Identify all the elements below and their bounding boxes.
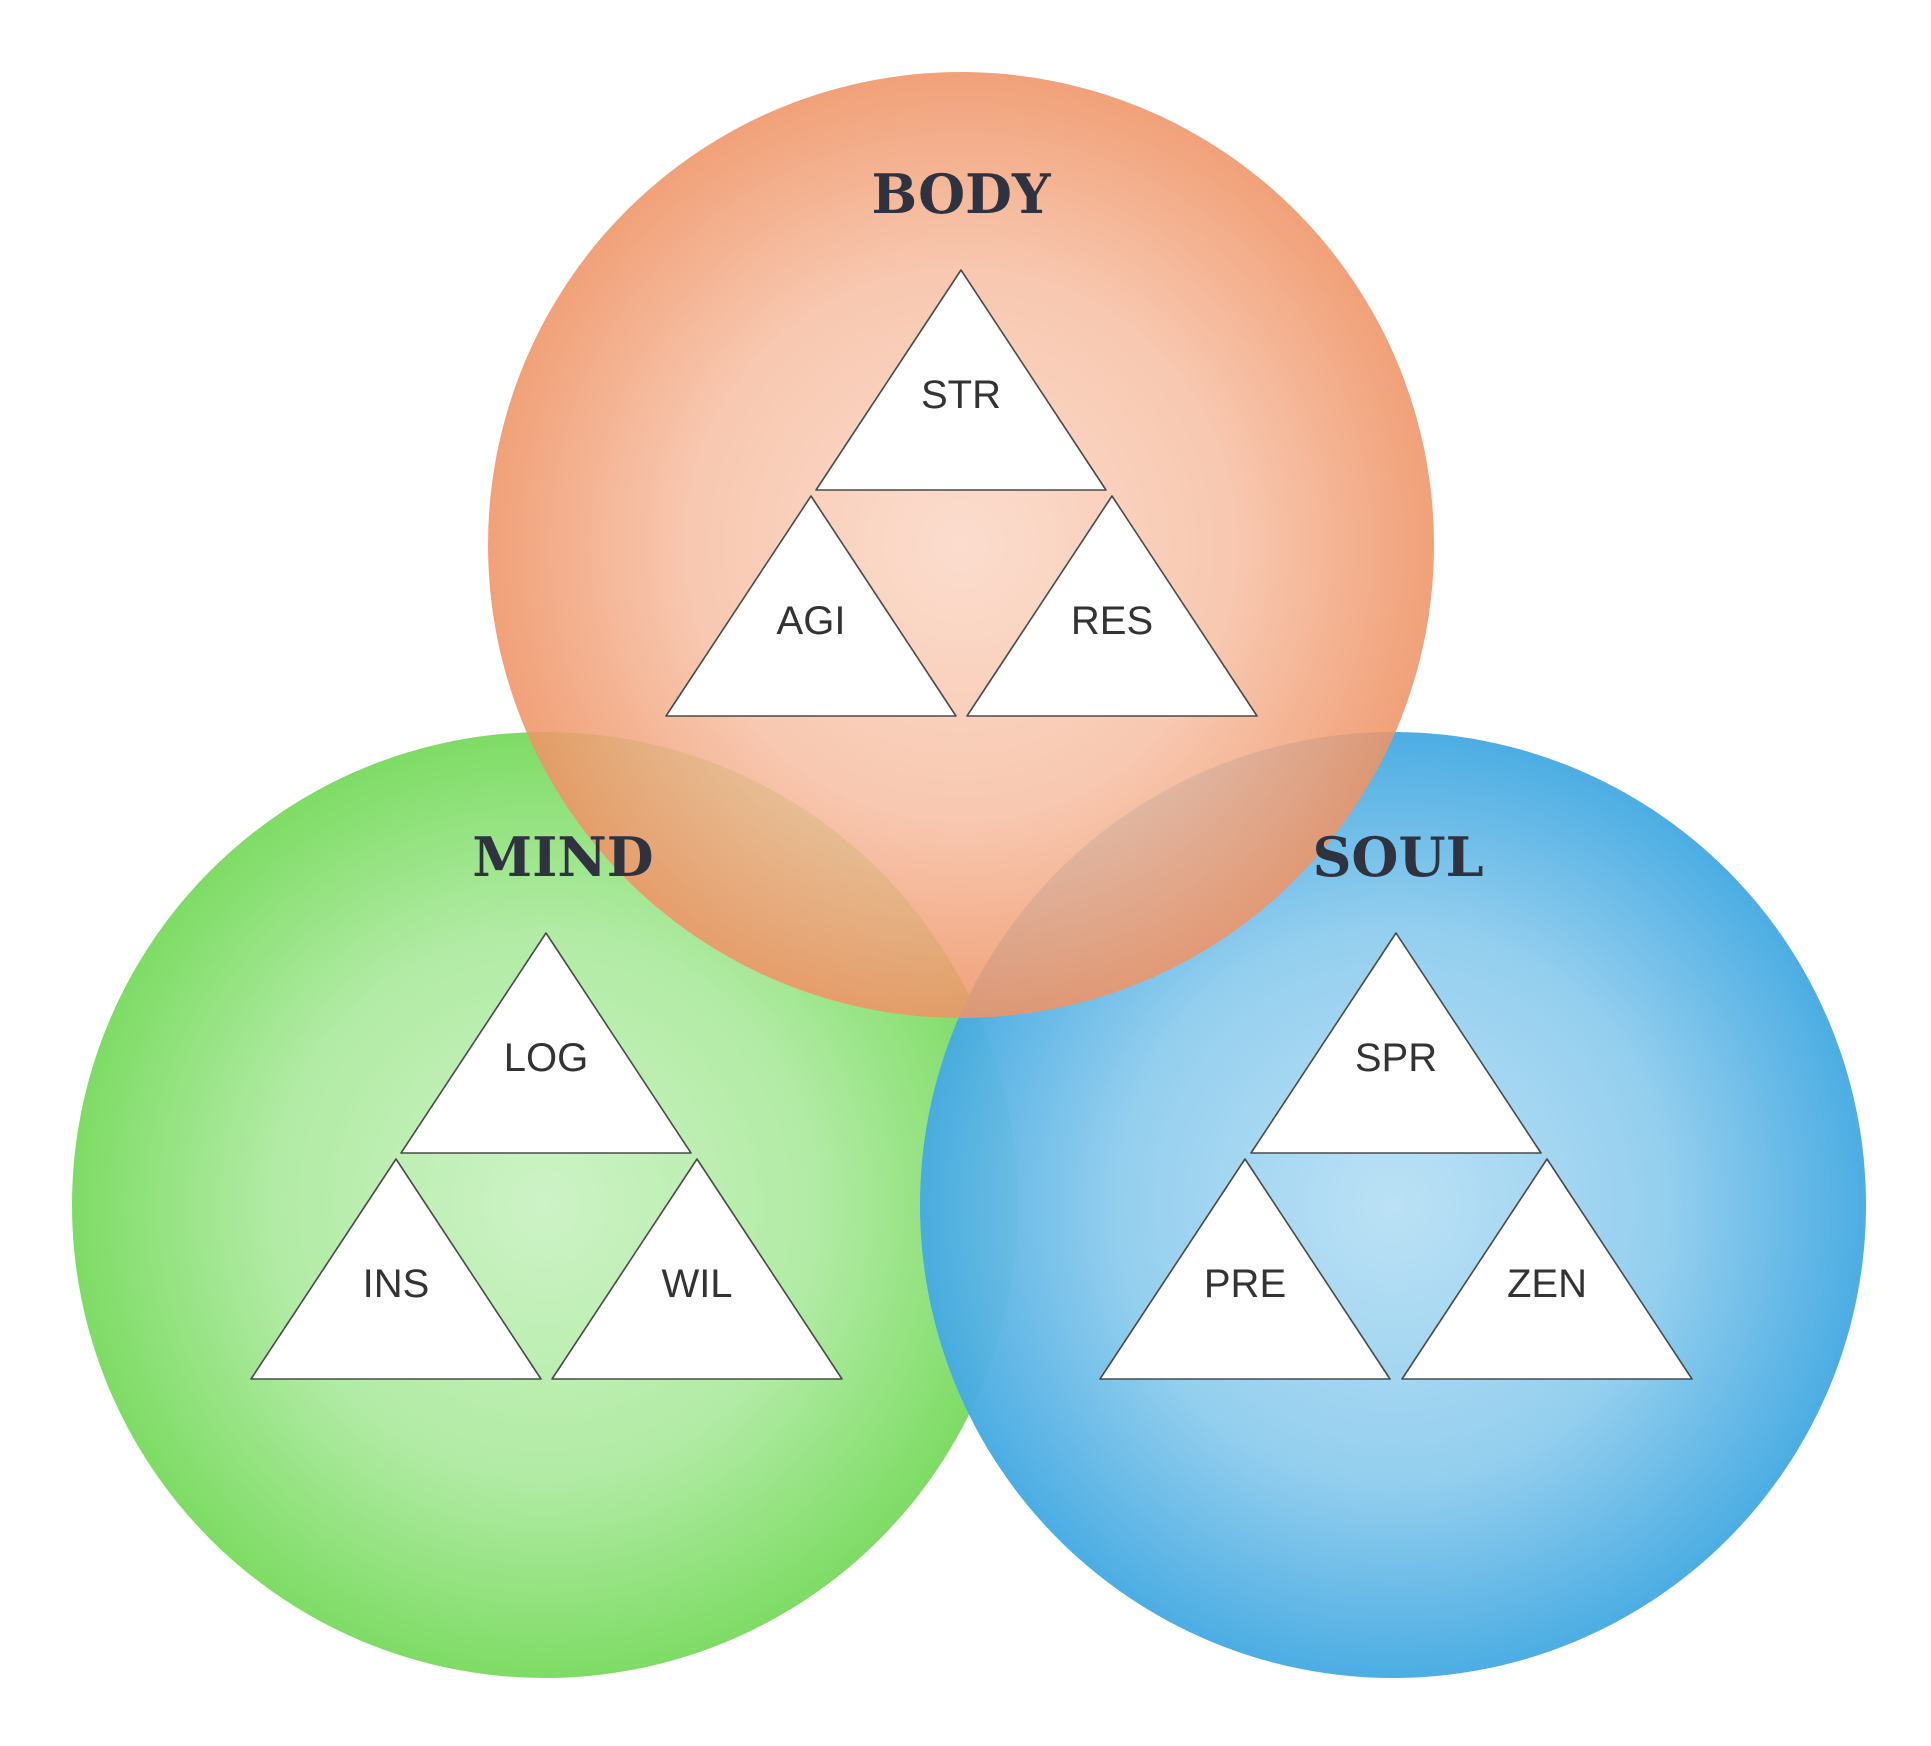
mind-log-triangle (400, 932, 692, 1154)
soul-zen-label: ZEN (1507, 1262, 1587, 1306)
soul-title: SOUL (1312, 825, 1483, 889)
mind-wil-triangle (551, 1158, 843, 1380)
body-str-label: STR (921, 373, 1001, 417)
body-circle (488, 72, 1434, 1018)
soul-pre-label: PRE (1204, 1262, 1286, 1306)
body-title: BODY (871, 162, 1052, 226)
soul-spr-triangle (1250, 932, 1542, 1154)
body-agi-triangle (665, 495, 957, 717)
body-agi-label: AGI (777, 599, 846, 643)
body-group: BODY STR AGI RES (665, 162, 1258, 717)
soul-pre-triangle (1099, 1158, 1391, 1380)
mind-ins-triangle (250, 1158, 542, 1380)
mind-title: MIND (472, 825, 653, 889)
mind-log-label: LOG (504, 1036, 588, 1080)
mind-wil-label: WIL (661, 1262, 732, 1306)
body-res-label: RES (1071, 599, 1153, 643)
mind-group: MIND LOG INS WIL (250, 825, 843, 1380)
mind-ins-label: INS (363, 1262, 430, 1306)
body-str-triangle (815, 269, 1107, 491)
soul-group: SOUL SPR PRE ZEN (1099, 825, 1693, 1380)
soul-spr-label: SPR (1355, 1036, 1437, 1080)
soul-zen-triangle (1401, 1158, 1693, 1380)
body-res-triangle (966, 495, 1258, 717)
